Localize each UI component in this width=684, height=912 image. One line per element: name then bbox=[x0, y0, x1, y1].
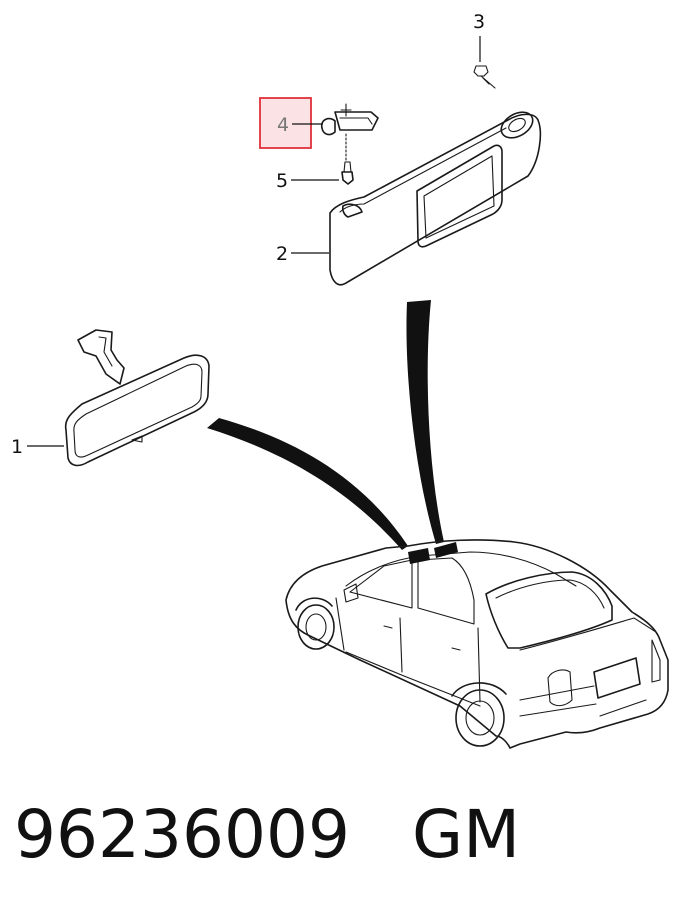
pointer-arrows bbox=[207, 300, 444, 550]
clip-part-4 bbox=[320, 103, 379, 136]
screw-part-5 bbox=[341, 161, 354, 185]
callout-label-2: 2 bbox=[276, 243, 288, 265]
screw-part-3 bbox=[473, 65, 496, 89]
mirror-pointer-arrow bbox=[207, 418, 408, 550]
callout-label-4: 4 bbox=[277, 114, 289, 136]
callout-1: 1 bbox=[11, 329, 210, 467]
part-number: 96236009 bbox=[14, 796, 350, 873]
sun-visor-part-2 bbox=[329, 111, 542, 286]
rearview-mirror-part-1 bbox=[64, 329, 210, 467]
visor-pointer-arrow bbox=[406, 300, 444, 544]
callout-4: 4 bbox=[259, 97, 379, 149]
part-footer: 96236009 GM bbox=[14, 796, 520, 886]
callout-label-1: 1 bbox=[11, 436, 23, 458]
sedan-car-illustration bbox=[285, 539, 669, 749]
callout-5: 5 bbox=[276, 133, 354, 192]
callout-label-5: 5 bbox=[276, 170, 288, 192]
callout-2: 2 bbox=[276, 111, 542, 286]
callout-label-3: 3 bbox=[473, 11, 485, 33]
callout-highlight-box bbox=[259, 97, 312, 149]
callout-3: 3 bbox=[473, 11, 496, 89]
brand-label: GM bbox=[411, 796, 521, 873]
